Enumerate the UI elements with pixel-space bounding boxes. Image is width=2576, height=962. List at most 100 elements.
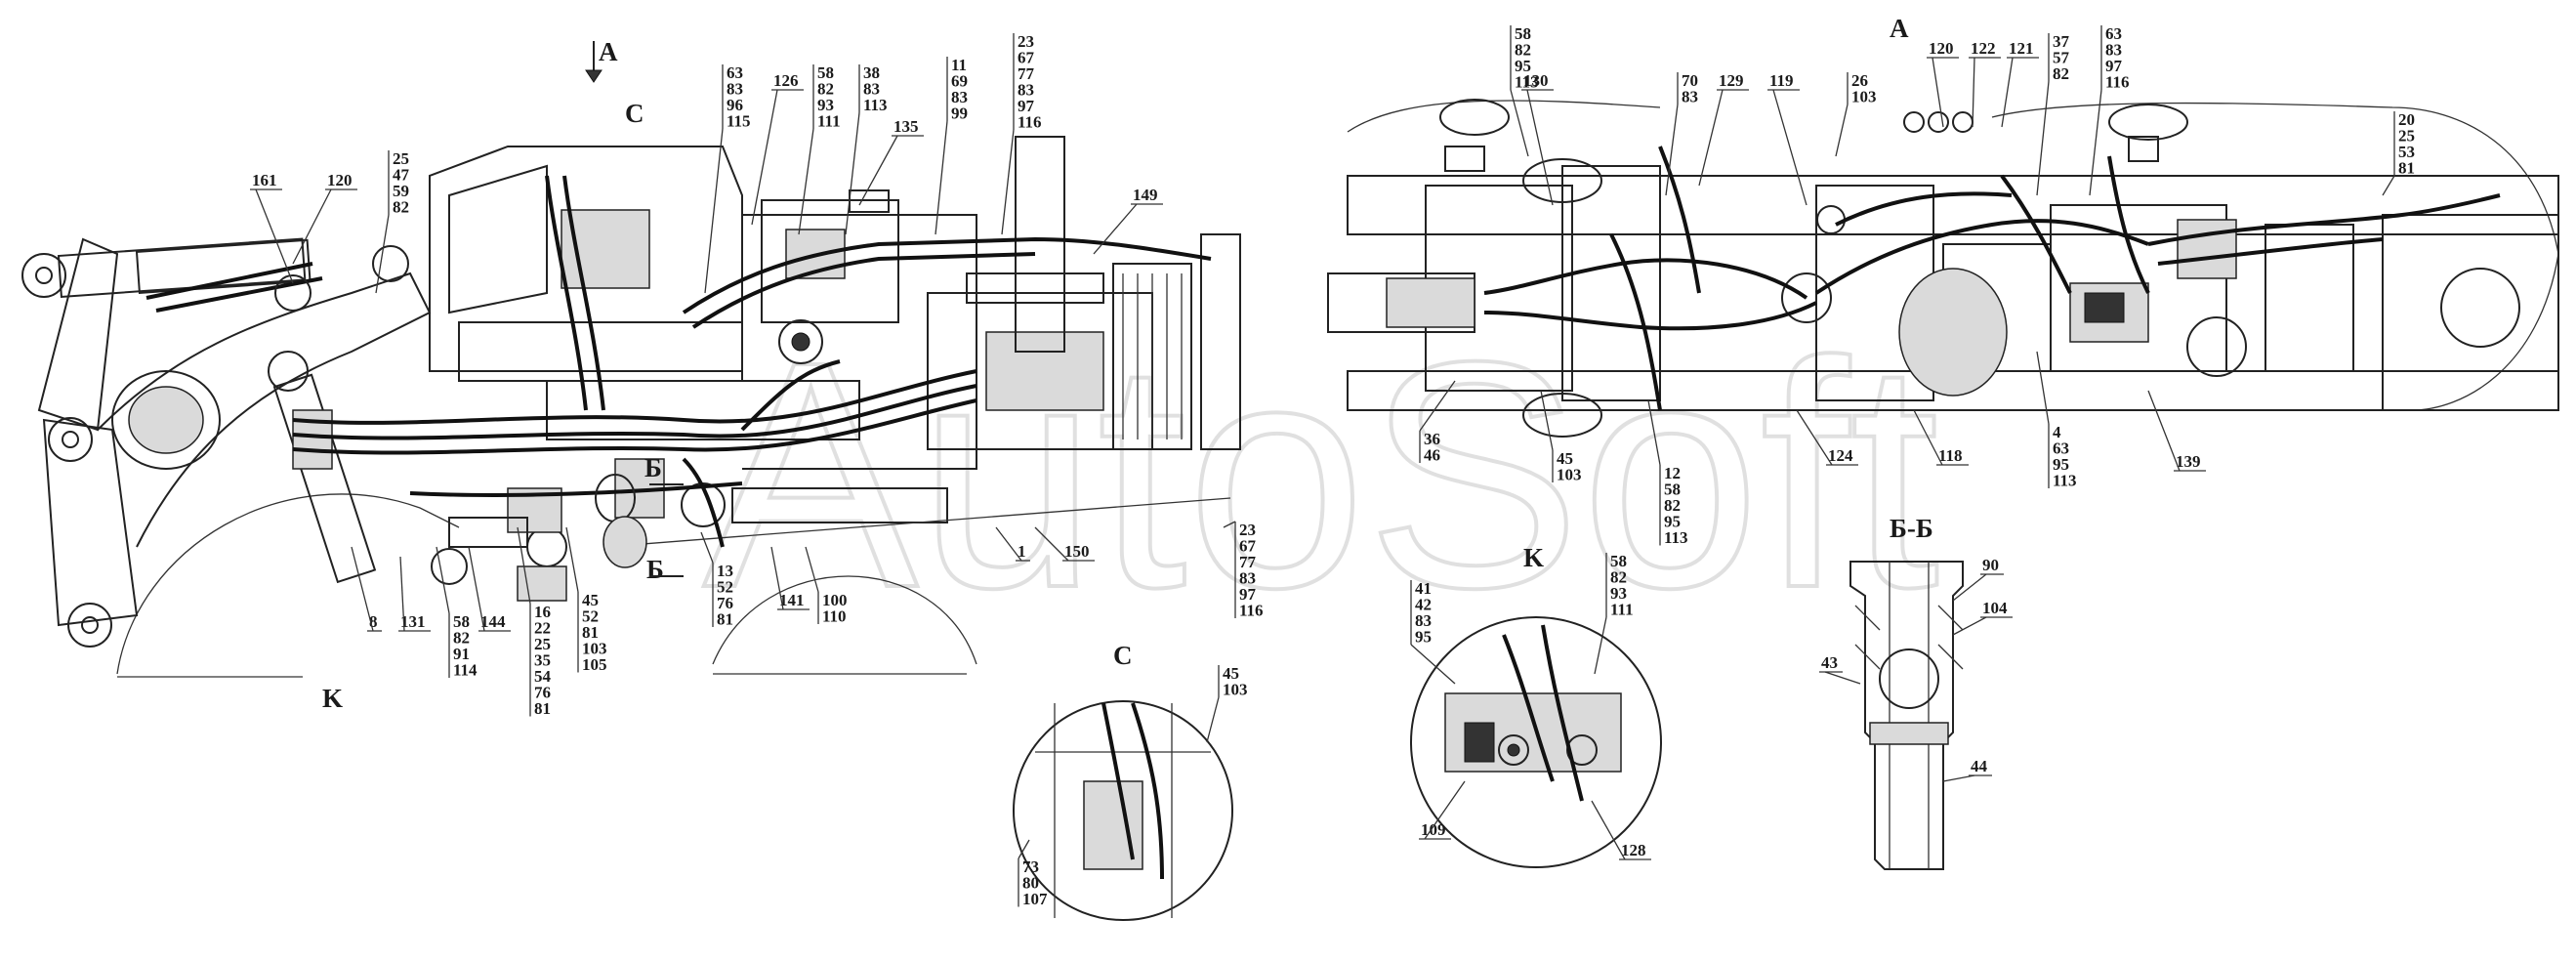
callout-number: 35 [534,651,551,670]
callout-number: 139 [2176,452,2201,471]
callout-leader [399,556,405,632]
callout-leader [751,89,778,226]
callout-number: 81 [717,610,733,629]
callout-number: 135 [893,117,919,136]
callout-number: 131 [400,612,426,631]
callout-number: 83 [863,80,880,99]
callout-number: 52 [717,578,733,597]
callout-43: 43 [1819,653,1861,685]
side-view [21,136,1241,678]
callout-number: 100 [822,591,848,609]
callout-128: 128 [1591,800,1651,860]
callout-leader [436,546,450,614]
callout-number: 95 [1415,628,1432,647]
callout-number: 63 [2053,439,2069,458]
callout-number: 76 [717,594,733,612]
callout-129: 129 [1698,71,1749,187]
callout-leader [2001,57,2014,128]
callout-leader [2147,390,2181,472]
callout-leader [1972,57,1975,128]
callout-number: 4 [2053,423,2061,441]
callout-number: 37 [2053,32,2070,51]
accumulator [595,474,647,568]
callout-number: 111 [1610,601,1634,619]
callout-131: 131 [398,556,431,632]
callout-number: 42 [1415,596,1432,614]
callout-161: 161 [250,171,294,284]
callout-number: 126 [773,71,799,90]
callout-number: 81 [534,699,551,718]
callout-number: 11 [951,56,967,74]
callout-number: 1 [1018,542,1026,561]
callout-number: 47 [393,166,410,185]
callout-leader [468,546,485,632]
callout-leader [935,120,948,235]
callout-number: 107 [1022,890,1048,908]
callout-leader [1018,839,1030,859]
callout-leader [1526,89,1554,206]
callout-number: 45 [1223,664,1239,683]
callout-119: 119 [1767,71,1807,206]
callout-number: 58 [817,63,834,82]
callout-number: 150 [1064,542,1090,561]
callout-leader [845,112,860,235]
callout-number: 118 [1938,446,1963,465]
callout-leader [1796,409,1833,466]
callout-leader [1932,57,1944,128]
callout-number: 97 [1018,97,1035,115]
engine-block [927,136,1241,450]
callout-number: 67 [1018,49,1035,67]
callout-number: 38 [863,63,880,82]
callout-number: 144 [480,612,506,631]
callout-number: 16 [534,603,551,621]
tilt-cylinder [268,351,468,585]
callout-number: 76 [534,684,551,702]
callout-number: 12 [1664,464,1681,482]
callout-122: 122 [1969,39,2001,128]
callout-leader [517,526,531,605]
callout-leader [1424,780,1466,840]
callout-leader [1591,800,1626,860]
callout-number: 25 [534,635,551,653]
callout-135: 135 [858,117,924,206]
callout-number: 105 [582,655,607,674]
callout-number: 83 [951,88,968,106]
callout-number: 69 [951,72,968,91]
callout-number: 124 [1828,446,1853,465]
callout-leader [858,135,898,206]
callout-leader [1410,644,1456,685]
callout-number: 97 [1239,585,1257,604]
callout-number: 120 [1929,39,1954,58]
callout-leader [1942,774,1975,782]
callout-144: 144 [468,546,511,632]
section-b-arrow-label-2: Б [646,555,664,584]
callout-109: 109 [1419,780,1466,840]
callout-leader [1419,380,1456,432]
callout-leader [1772,89,1807,206]
callout-number: 103 [582,640,607,658]
callout-leader [1835,104,1849,157]
callout-number: 129 [1719,71,1744,90]
callout-120: 120 [1927,39,1959,128]
callout-number: 58 [1610,552,1627,570]
callout-number: 23 [1018,32,1034,51]
callout-number: 25 [2398,127,2415,146]
callout-number: 81 [2398,159,2415,178]
callout-leader [770,546,784,610]
callout-number: 95 [1515,57,1531,75]
callout-118: 118 [1913,409,1969,466]
callout-number: 103 [1223,681,1248,699]
callout-number: 130 [1523,71,1549,90]
